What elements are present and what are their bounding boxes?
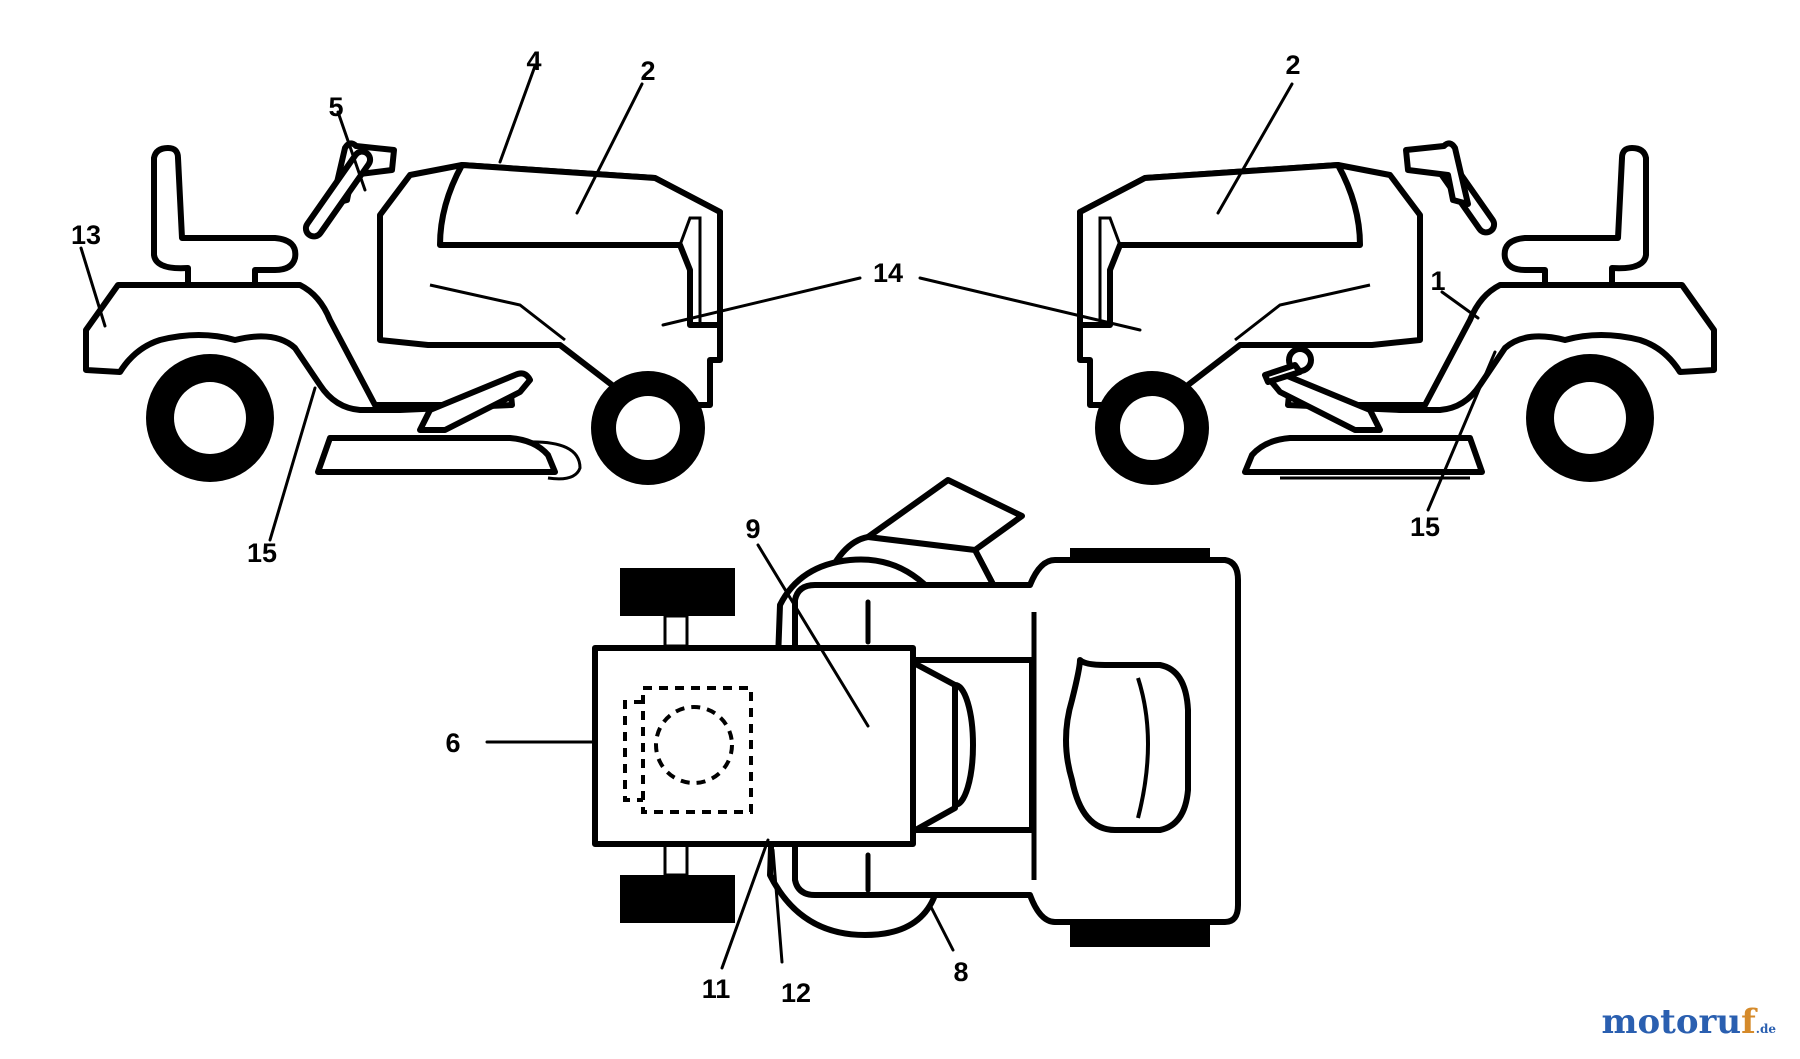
mower-deck-left xyxy=(315,435,558,475)
callout-8: 8 xyxy=(953,957,968,987)
callout-1: 1 xyxy=(1430,266,1445,296)
callout-4: 4 xyxy=(526,46,541,76)
tractor-top-view xyxy=(592,477,1241,947)
callout-13: 13 xyxy=(71,220,101,250)
tractor-side-view-right xyxy=(1077,140,1717,485)
front-wheel-top-lower xyxy=(620,875,735,923)
callout-2-left: 2 xyxy=(640,56,655,86)
callout-5: 5 xyxy=(328,92,343,122)
leader-lines xyxy=(79,64,1497,970)
rear-fender-left xyxy=(83,282,515,413)
callout-9: 9 xyxy=(745,514,760,544)
callout-15-right: 15 xyxy=(1410,512,1440,542)
callout-12: 12 xyxy=(781,978,811,1008)
tractor-side-view-left xyxy=(83,140,723,485)
callout-15-left: 15 xyxy=(247,538,277,568)
seat-top xyxy=(1063,657,1191,833)
front-wheel-top-upper xyxy=(620,568,735,616)
callout-labels: 13 5 4 2 15 14 2 1 15 9 6 11 12 8 xyxy=(71,46,1446,1008)
watermark-text: motoru xyxy=(1601,1002,1742,1042)
callout-2-right: 2 xyxy=(1285,50,1300,80)
hood-left xyxy=(437,162,723,328)
rear-wheel-top-lower xyxy=(1070,925,1210,947)
watermark-accent: f xyxy=(1741,1002,1756,1042)
watermark-tld: .de xyxy=(1755,1022,1776,1036)
hood-top xyxy=(592,645,916,847)
watermark-logo: motoruf.de xyxy=(1601,1002,1776,1042)
callout-6: 6 xyxy=(445,728,460,758)
steering-rim-left xyxy=(302,148,374,240)
callout-11: 11 xyxy=(702,974,731,1004)
seat-left xyxy=(151,145,299,288)
callout-14: 14 xyxy=(873,258,903,288)
